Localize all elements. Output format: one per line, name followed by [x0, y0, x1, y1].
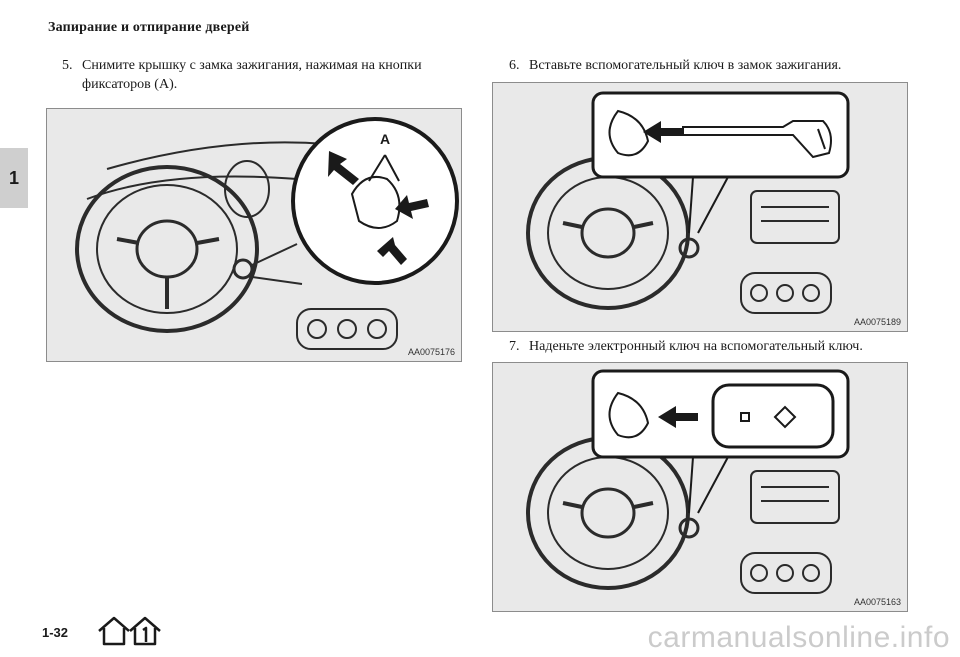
step-5: 5. Снимите крышку с замка зажигания, нажи… — [62, 56, 482, 94]
zoom-circle — [291, 117, 459, 285]
figure-code: AA0075176 — [407, 347, 455, 357]
figure-insert-key: AA0075189 — [492, 82, 908, 332]
arrow-icon — [328, 151, 359, 185]
arrow-icon — [643, 121, 683, 143]
step-text-line2: фиксаторов (A). — [82, 77, 178, 92]
step-text-line1: Наденьте электронный ключ на вспомогател… — [529, 339, 863, 354]
step-number: 6. — [509, 58, 520, 73]
arrow-icon — [658, 406, 698, 428]
home-icon — [98, 616, 130, 646]
figure-attach-smart-key: AA0075163 — [492, 362, 908, 612]
step-text-line1: Снимите крышку с замка зажигания, нажима… — [82, 58, 422, 73]
callout-label: A — [380, 131, 391, 147]
watermark: carmanualsonline.info — [647, 621, 950, 654]
step-number: 5. — [62, 58, 73, 73]
dashboard-illustration — [526, 91, 850, 314]
arrow-icon — [395, 195, 429, 219]
step-number: 7. — [509, 339, 520, 354]
home-one-icon — [129, 616, 161, 646]
dashboard-illustration — [75, 117, 459, 350]
arrow-icon — [377, 237, 407, 265]
zoom-box — [591, 369, 850, 459]
chapter-tab: 1 — [0, 148, 28, 208]
figure-code: AA0075189 — [853, 317, 901, 327]
page-header-title: Запирание и отпирание дверей — [48, 20, 250, 35]
step-6: 6. Вставьте вспомогательный ключ в замок … — [509, 56, 929, 75]
step-7: 7. Наденьте электронный ключ на вспомогат… — [509, 337, 929, 356]
figure-code: AA0075163 — [853, 597, 901, 607]
chapter-tab-number: 1 — [8, 167, 19, 188]
figure-ignition-cover-removal: A AA0075176 — [46, 108, 462, 362]
page-number: 1-32 — [42, 625, 69, 640]
dashboard-illustration — [526, 369, 850, 594]
step-text-line1: Вставьте вспомогательный ключ в замок за… — [529, 58, 842, 73]
footer-icons — [96, 614, 166, 653]
